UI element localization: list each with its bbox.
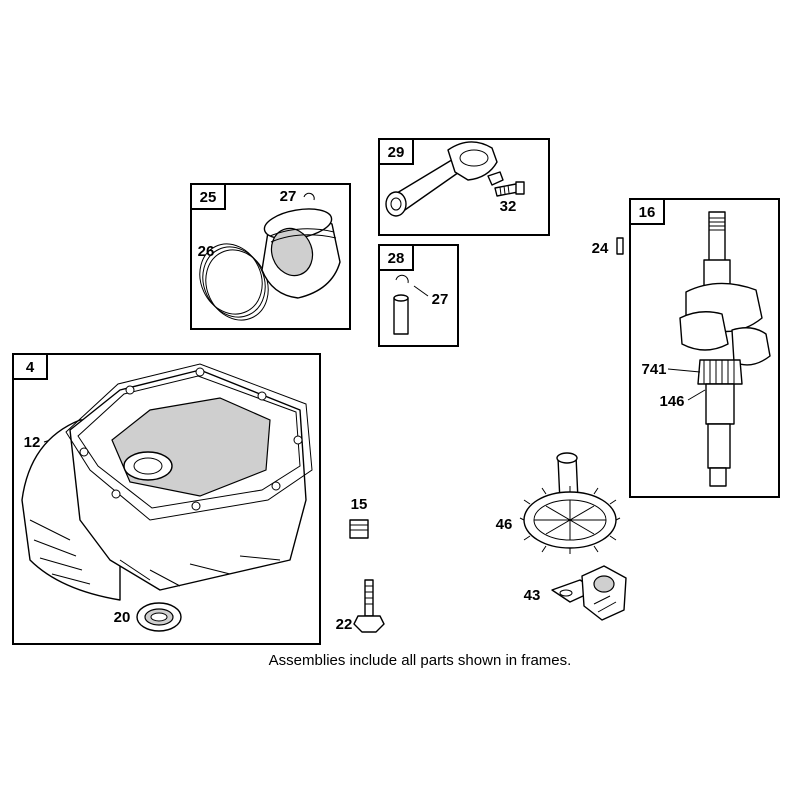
callout-46: 46	[496, 516, 513, 533]
wrist-pin-drawing	[393, 294, 409, 335]
callout-27-clip: 27	[280, 188, 297, 205]
callout-32: 32	[500, 198, 517, 215]
crankshaft-drawing	[679, 211, 771, 487]
callout-22: 22	[336, 616, 353, 633]
crankcase-drawing	[21, 363, 313, 601]
part-15-plug: 15	[349, 496, 369, 539]
frame-tag-29: 29	[388, 144, 405, 161]
bolt-drawing	[353, 579, 385, 633]
key-24: 24	[592, 237, 624, 257]
frame-tag-16: 16	[639, 204, 656, 221]
part-46-camshaft: 46	[496, 452, 621, 554]
camshaft-gear-drawing	[519, 452, 621, 554]
frame-tag-28: 28	[388, 250, 405, 267]
callout-20: 20	[114, 609, 131, 626]
frame-tag-25: 25	[200, 189, 217, 206]
frame-tag-4: 4	[26, 359, 35, 376]
frame-25-piston: 25 27 26	[190, 183, 351, 330]
part-43-governor: 43	[524, 565, 627, 621]
connecting-rod-drawing	[385, 141, 504, 217]
callout-741: 741	[641, 361, 666, 378]
callout-15: 15	[351, 496, 368, 513]
frame-29-connecting-rod: 29 32	[378, 138, 550, 236]
callout-24: 24	[592, 240, 609, 257]
crankshaft-key-icon	[616, 237, 624, 255]
frame-16-crankshaft: 16 741 146	[629, 198, 780, 498]
callout-26: 26	[198, 243, 215, 260]
callout-43: 43	[524, 587, 541, 604]
callout-27-pin: 27	[432, 291, 449, 308]
piston-pin-clip-icon	[303, 192, 315, 201]
frame-4-crankcase: 4 12 20	[12, 353, 321, 645]
frame-28-wrist-pin: 28 27	[378, 244, 459, 347]
caption: Assemblies include all parts shown in fr…	[268, 652, 572, 669]
rod-bolt-drawing	[494, 181, 525, 197]
pin-clip-icon	[395, 274, 409, 284]
drain-plug-drawing	[349, 519, 369, 539]
governor-drawing	[551, 565, 627, 621]
callout-146: 146	[659, 393, 684, 410]
part-22-bolt: 22	[336, 579, 385, 633]
callout-12: 12	[24, 434, 41, 451]
oil-seal-drawing	[136, 602, 182, 632]
piston-drawing	[261, 208, 341, 299]
